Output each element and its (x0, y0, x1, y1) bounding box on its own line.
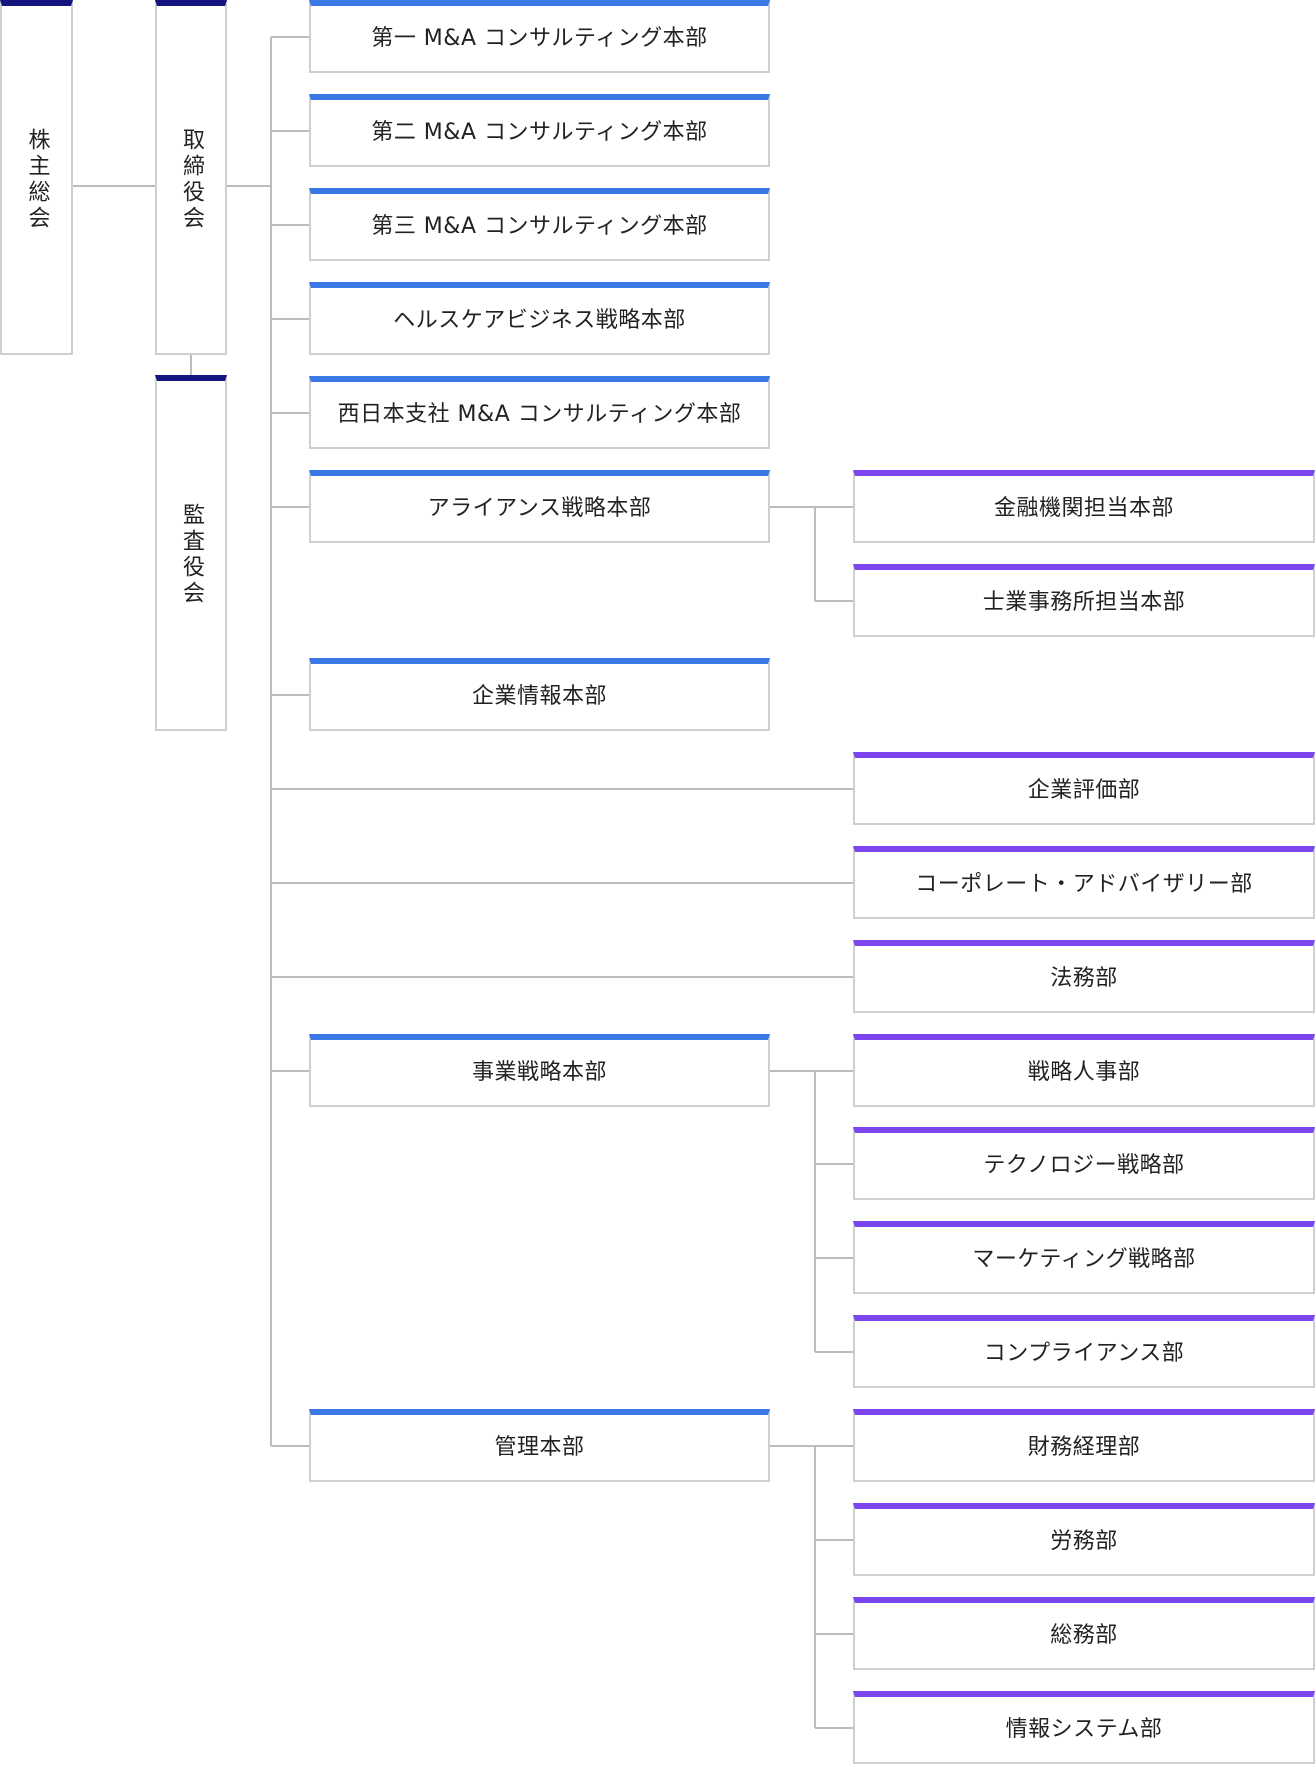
node-business-strategy-division: 事業戦略本部 (309, 1034, 770, 1107)
node-label: 西日本支社 M&A コンサルティング本部 (337, 401, 742, 427)
node-shareholders-meeting: 株主総会 (0, 0, 73, 355)
node-label: 士業事務所担当本部 (982, 589, 1186, 615)
node-audit-board: 監査役会 (155, 375, 227, 731)
node-marketing-dept: マーケティング戦略部 (853, 1221, 1315, 1294)
node-label: コンプライアンス部 (983, 1340, 1185, 1366)
node-label: コーポレート・アドバイザリー部 (915, 871, 1253, 897)
node-label: 金融機関担当本部 (993, 495, 1174, 521)
node-general-affairs-dept: 総務部 (853, 1597, 1315, 1670)
node-label: 第二 M&A コンサルティング本部 (371, 119, 708, 145)
node-label: 株主総会 (24, 127, 50, 232)
node-label: 戦略人事部 (1027, 1059, 1141, 1085)
node-label: 第一 M&A コンサルティング本部 (371, 25, 708, 51)
node-label: 財務経理部 (1027, 1434, 1141, 1460)
node-label: ヘルスケアビジネス戦略本部 (393, 307, 686, 333)
node-label: 総務部 (1050, 1622, 1118, 1648)
node-legal-dept: 法務部 (853, 940, 1315, 1013)
node-label: 企業情報本部 (471, 683, 607, 709)
node-hr-dept: 戦略人事部 (853, 1034, 1315, 1107)
node-label: 第三 M&A コンサルティング本部 (371, 213, 708, 239)
node-label: 取締役会 (179, 127, 204, 232)
node-healthcare-division: ヘルスケアビジネス戦略本部 (309, 282, 770, 355)
node-labor-dept: 労務部 (853, 1503, 1315, 1576)
node-label: 事業戦略本部 (471, 1059, 607, 1085)
node-label: 管理本部 (494, 1434, 585, 1460)
node-alliance-division: アライアンス戦略本部 (309, 470, 770, 543)
node-financial-institutions: 金融機関担当本部 (853, 470, 1315, 543)
node-label: 法務部 (1050, 965, 1118, 991)
node-division-3: 第三 M&A コンサルティング本部 (309, 188, 770, 261)
node-division-1: 第一 M&A コンサルティング本部 (309, 0, 770, 73)
node-valuation-dept: 企業評価部 (853, 752, 1315, 825)
node-division-2: 第二 M&A コンサルティング本部 (309, 94, 770, 167)
node-admin-division: 管理本部 (309, 1409, 770, 1482)
node-label: アライアンス戦略本部 (427, 495, 652, 521)
node-compliance-dept: コンプライアンス部 (853, 1315, 1315, 1388)
node-professional-firms: 士業事務所担当本部 (853, 564, 1315, 637)
node-label: 企業評価部 (1027, 777, 1141, 803)
node-label: テクノロジー戦略部 (983, 1152, 1185, 1178)
node-west-japan-division: 西日本支社 M&A コンサルティング本部 (309, 376, 770, 449)
node-label: マーケティング戦略部 (972, 1246, 1196, 1272)
node-it-dept: 情報システム部 (853, 1691, 1315, 1764)
node-label: 情報システム部 (1005, 1716, 1163, 1742)
node-label: 労務部 (1050, 1528, 1118, 1554)
node-corporate-info-division: 企業情報本部 (309, 658, 770, 731)
node-board-of-directors: 取締役会 (155, 0, 227, 355)
node-corporate-advisory-dept: コーポレート・アドバイザリー部 (853, 846, 1315, 919)
node-finance-dept: 財務経理部 (853, 1409, 1315, 1482)
node-label: 監査役会 (179, 503, 204, 607)
node-technology-dept: テクノロジー戦略部 (853, 1127, 1315, 1200)
